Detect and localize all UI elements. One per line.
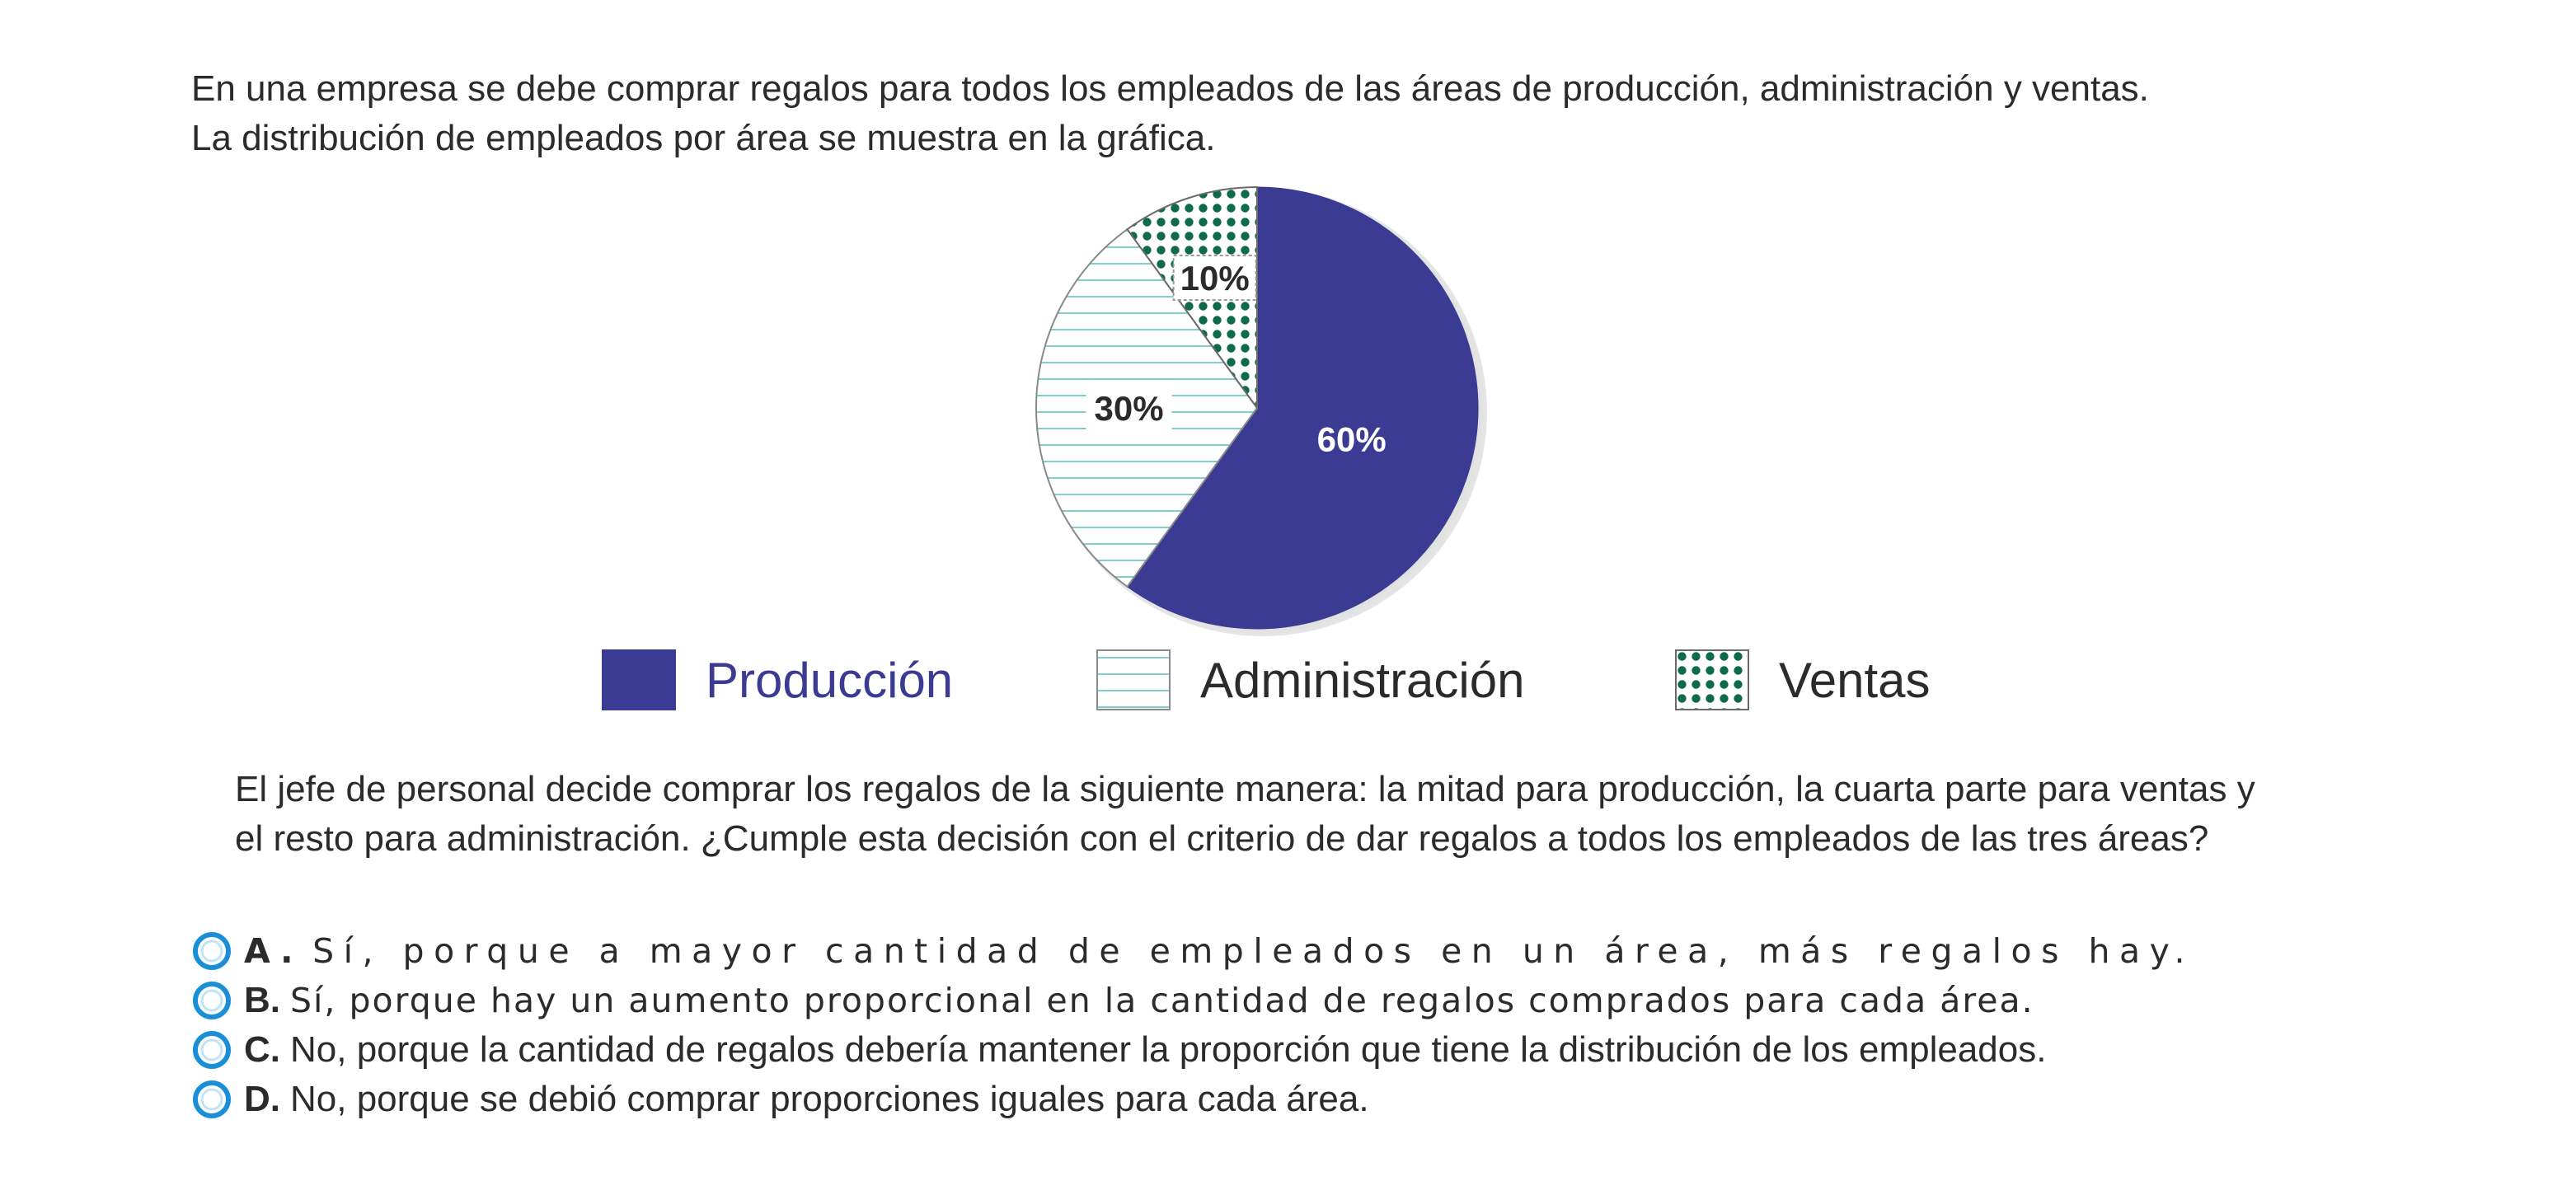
legend-item-administracion: Administración <box>1096 647 1525 713</box>
chart-legend: Producción Administración Ventas <box>0 647 2576 713</box>
slice-label-bg-2 <box>1086 386 1172 430</box>
question-text: El jefe de personal decide comprar los r… <box>235 765 2419 864</box>
radio-button-icon[interactable] <box>191 1029 232 1071</box>
option-d-text: No, porque se debió comprar proporciones… <box>290 1079 1369 1119</box>
slice-label-2: 30% <box>1095 389 1164 428</box>
intro-line-1: En una empresa se debe comprar regalos p… <box>191 68 2149 109</box>
question-line-2: el resto para administración. ¿Cumple es… <box>235 818 2209 859</box>
option-d-letter: D. <box>244 1079 280 1119</box>
legend-swatch-administracion <box>1096 649 1171 710</box>
radio-button-icon[interactable] <box>191 980 232 1021</box>
option-c[interactable]: C. No, porque la cantidad de regalos deb… <box>191 1025 2458 1075</box>
pie-chart: 60% 30% 10% <box>1035 185 1487 636</box>
radio-button-icon[interactable] <box>191 1079 232 1120</box>
legend-item-produccion: Producción <box>602 647 953 713</box>
option-a-letter: A. <box>244 931 303 971</box>
legend-label-produccion: Producción <box>706 652 954 708</box>
slice-label-3: 10% <box>1180 259 1250 298</box>
option-c-letter: C. <box>244 1029 280 1070</box>
legend-swatch-ventas <box>1675 649 1749 710</box>
legend-swatch-produccion <box>602 649 676 710</box>
question-line-1: El jefe de personal decide comprar los r… <box>235 769 2255 809</box>
slice-label-1: 60% <box>1317 419 1387 458</box>
pie-slice-1 <box>1126 186 1479 630</box>
slice-label-bg-3 <box>1172 254 1257 301</box>
option-b-text: Sí, porque hay un aumento proporcional e… <box>290 981 2034 1020</box>
legend-item-ventas: Ventas <box>1675 647 1931 713</box>
intro-text: En una empresa se debe comprar regalos p… <box>191 64 2417 163</box>
radio-button-icon[interactable] <box>191 930 232 972</box>
option-b[interactable]: B. Sí, porque hay un aumento proporciona… <box>191 976 2458 1025</box>
option-c-text: No, porque la cantidad de regalos deberí… <box>290 1029 2047 1070</box>
legend-label-ventas: Ventas <box>1779 652 1931 708</box>
option-d[interactable]: D. No, porque se debió comprar proporcio… <box>191 1075 2458 1124</box>
option-a[interactable]: A. Sí, porque a mayor cantidad de emplea… <box>191 926 2458 976</box>
option-a-text: Sí, porque a mayor cantidad de empleados… <box>312 931 2195 971</box>
legend-label-administracion: Administración <box>1200 652 1525 708</box>
answer-options: A. Sí, porque a mayor cantidad de emplea… <box>191 926 2458 1124</box>
intro-line-2: La distribución de empleados por área se… <box>191 118 1216 158</box>
option-b-letter: B. <box>244 980 280 1020</box>
